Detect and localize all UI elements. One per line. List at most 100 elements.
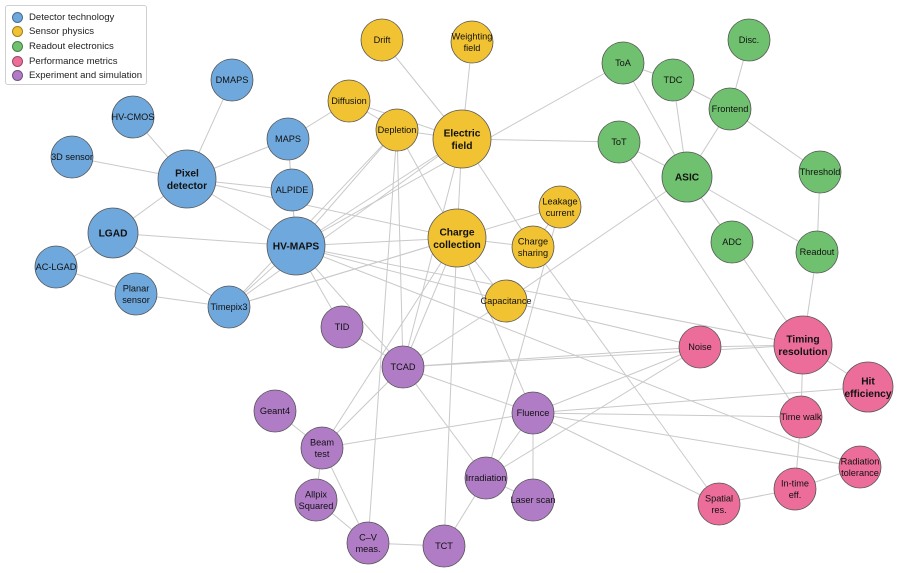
node-circle-aclgad[interactable] [34, 245, 78, 289]
node-drift[interactable]: Drift [360, 18, 404, 62]
node-capacitance[interactable]: Capacitance [480, 279, 532, 323]
node-diffusion[interactable]: Diffusion [327, 79, 371, 123]
node-lgad[interactable]: LGAD [87, 207, 139, 259]
node-disc[interactable]: Disc. [727, 18, 771, 62]
node-circle-diffusion[interactable] [327, 79, 371, 123]
node-circle-intime[interactable] [773, 467, 817, 511]
node-circle-tid[interactable] [320, 305, 364, 349]
node-circle-tot[interactable] [597, 120, 641, 164]
node-circle-threshold[interactable] [798, 150, 842, 194]
node-frontend[interactable]: Frontend [708, 87, 752, 131]
node-irradiation[interactable]: Irradiation [464, 456, 508, 500]
node-circle-sensor3d[interactable] [50, 135, 94, 179]
node-tcad[interactable]: TCAD [381, 345, 425, 389]
node-circle-tcad[interactable] [381, 345, 425, 389]
node-circle-maps[interactable] [266, 117, 310, 161]
node-circle-beamtest[interactable] [300, 426, 344, 470]
node-circle-asic[interactable] [661, 151, 713, 203]
node-hvmaps[interactable]: HV-MAPS [266, 216, 326, 276]
node-circle-laserscan[interactable] [511, 478, 555, 522]
node-label-fluence: Fluence [517, 408, 550, 418]
node-circle-lgad[interactable] [87, 207, 139, 259]
node-dmaps[interactable]: DMAPS [210, 58, 254, 102]
node-circle-allpix[interactable] [294, 478, 338, 522]
node-circle-fluence[interactable] [511, 391, 555, 435]
node-hvcmos[interactable]: HV-CMOS [111, 95, 155, 139]
node-circle-tct[interactable] [422, 524, 466, 568]
node-timepix[interactable]: Timepix3 [207, 285, 251, 329]
node-circle-drift[interactable] [360, 18, 404, 62]
node-noise[interactable]: Noise [678, 325, 722, 369]
node-circle-pixel[interactable] [157, 149, 217, 209]
node-label-timing: Timing [786, 334, 819, 345]
node-tid[interactable]: TID [320, 305, 364, 349]
node-circle-geant4[interactable] [253, 389, 297, 433]
edge-timewalk-fluence [532, 412, 802, 418]
node-toa[interactable]: ToA [601, 41, 645, 85]
legend-label-experiment: Experiment and simulation [29, 70, 143, 82]
node-circle-irradiation[interactable] [464, 456, 508, 500]
node-tdc[interactable]: TDC [651, 58, 695, 102]
node-tot[interactable]: ToT [597, 120, 641, 164]
node-circle-planar[interactable] [114, 272, 158, 316]
node-circle-alpide[interactable] [270, 168, 314, 212]
node-circle-sharing[interactable] [511, 225, 555, 269]
node-circle-adc[interactable] [710, 220, 754, 264]
node-circle-leakage[interactable] [538, 185, 582, 229]
node-circle-hvcmos[interactable] [111, 95, 155, 139]
node-readout[interactable]: Readout [795, 230, 839, 274]
node-adc[interactable]: ADC [710, 220, 754, 264]
node-circle-timepix[interactable] [207, 285, 251, 329]
node-circle-toa[interactable] [601, 41, 645, 85]
node-timewalk[interactable]: Time walk [779, 395, 823, 439]
node-aclgad[interactable]: AC-LGAD [34, 245, 78, 289]
node-circle-disc[interactable] [727, 18, 771, 62]
node-label-hiteff: Hit [861, 376, 875, 387]
node-fluence[interactable]: Fluence [511, 391, 555, 435]
node-circle-frontend[interactable] [708, 87, 752, 131]
node-laserscan[interactable]: Laser scan [511, 478, 556, 522]
node-circle-depletion[interactable] [375, 108, 419, 152]
node-depletion[interactable]: Depletion [375, 108, 419, 152]
node-circle-spatial[interactable] [697, 482, 741, 526]
node-maps[interactable]: MAPS [266, 117, 310, 161]
node-sensor3d[interactable]: 3D sensor [50, 135, 94, 179]
node-circle-readout[interactable] [795, 230, 839, 274]
node-alpide[interactable]: ALPIDE [270, 168, 314, 212]
node-threshold[interactable]: Threshold [798, 150, 842, 194]
legend-label-readout: Readout electronics [29, 40, 114, 52]
node-circle-noise[interactable] [678, 325, 722, 369]
node-circle-timing[interactable] [773, 315, 833, 375]
node-asic[interactable]: ASIC [661, 151, 713, 203]
node-circle-charge[interactable] [427, 208, 487, 268]
edge-lgad-hvmaps [112, 232, 297, 247]
node-circle-capacitance[interactable] [484, 279, 528, 323]
node-circle-radtol[interactable] [838, 445, 882, 489]
node-circle-efield[interactable] [432, 109, 492, 169]
node-circle-hvmaps[interactable] [266, 216, 326, 276]
node-circle-tdc[interactable] [651, 58, 695, 102]
edge-capacitance-noise [505, 300, 701, 348]
node-circle-hiteff[interactable] [842, 361, 894, 413]
node-circle-timewalk[interactable] [779, 395, 823, 439]
node-circle-cv[interactable] [346, 521, 390, 565]
node-tct[interactable]: TCT [422, 524, 466, 568]
node-circle-dmaps[interactable] [210, 58, 254, 102]
node-geant4[interactable]: Geant4 [253, 389, 297, 433]
node-circle-weighting[interactable] [450, 20, 494, 64]
